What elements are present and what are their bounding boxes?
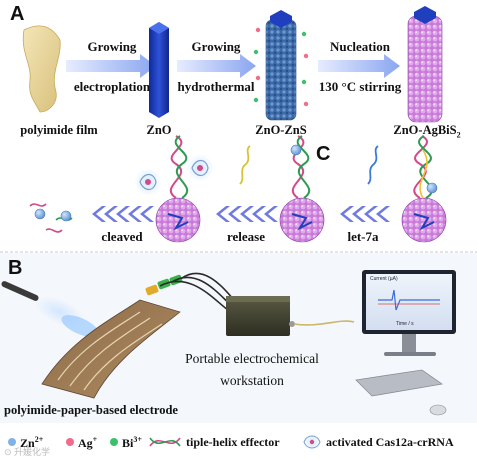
zn-dot bbox=[8, 438, 16, 446]
cleaved-fragments bbox=[29, 203, 73, 233]
step2-top-label: Growing bbox=[191, 39, 241, 54]
polyimide-film-label: polyimide film bbox=[20, 123, 98, 137]
triple-helix-icon bbox=[149, 437, 181, 447]
legend-triple-helix: tiple-helix effector bbox=[186, 435, 280, 449]
workstation-label-line1: Portable electrochemical bbox=[185, 351, 319, 366]
workstation-label-line2: workstation bbox=[220, 373, 284, 388]
arrow-growing-2 bbox=[177, 54, 256, 78]
monitor bbox=[362, 270, 456, 356]
arrow-growing-1 bbox=[66, 54, 156, 78]
zno-rod bbox=[149, 22, 169, 118]
cas12a-icon bbox=[303, 433, 321, 451]
keyboard bbox=[355, 369, 444, 397]
legend-zn-sup: 2+ bbox=[34, 435, 44, 444]
zno-agbis2-rod bbox=[407, 6, 443, 123]
polyimide-paper-electrode bbox=[41, 299, 181, 399]
panel-c bbox=[29, 135, 447, 243]
electrode-label: polyimide-paper-based electrode bbox=[4, 403, 178, 417]
watermark: ⊙ 升媛化学 bbox=[4, 447, 51, 457]
dna-strand-2 bbox=[290, 135, 311, 199]
step1-bottom-label: electroplation bbox=[73, 79, 151, 94]
triple-helix-3 bbox=[413, 135, 438, 199]
legend-bi-main: Bi bbox=[122, 436, 134, 450]
mouse bbox=[429, 404, 447, 416]
agbis2-sphere-2 bbox=[279, 197, 325, 243]
legend-ag-sup: + bbox=[92, 435, 98, 444]
panel-c-letter: C bbox=[316, 143, 331, 165]
legend-ag: Ag+ bbox=[78, 435, 98, 450]
usb-cable bbox=[293, 320, 355, 326]
let-7a-label: let-7a bbox=[347, 229, 379, 244]
release-label: release bbox=[226, 229, 266, 244]
chevron-cleaved bbox=[92, 206, 154, 222]
screen-xlabel: Time / s bbox=[396, 321, 414, 327]
cable-1 bbox=[159, 280, 229, 311]
panel-b bbox=[0, 253, 477, 423]
arrow-nucleation bbox=[318, 54, 400, 78]
chevron-release bbox=[216, 206, 278, 222]
dna-strand-1 bbox=[169, 135, 189, 199]
zno-agbis2-label: ZnO-AgBiS2 bbox=[382, 124, 472, 140]
activated-cas12a-1 bbox=[134, 168, 162, 196]
legend-zn-main: Zn bbox=[20, 436, 35, 450]
step3-bottom-label: 130 °C stirring bbox=[318, 79, 402, 94]
panel-b-letter: B bbox=[8, 257, 23, 279]
agbis2-sphere-3 bbox=[401, 197, 447, 243]
legend-zn: Zn2+ bbox=[20, 435, 44, 450]
zno-zns-label: ZnO-ZnS bbox=[255, 123, 307, 137]
portable-workstation bbox=[226, 296, 295, 336]
legend-bi: Bi3+ bbox=[122, 435, 142, 450]
activated-cas12a-2 bbox=[186, 154, 214, 182]
chevron-let-7a bbox=[340, 206, 390, 222]
let-7a-strand bbox=[367, 145, 379, 185]
legend bbox=[8, 433, 321, 451]
zno-label: ZnO bbox=[146, 123, 172, 137]
bi-dot bbox=[110, 438, 118, 446]
step2-bottom-label: hydrothermal bbox=[177, 79, 255, 94]
pen bbox=[1, 281, 99, 337]
ag-dot bbox=[66, 438, 74, 446]
screen-ylabel: Current (µA) bbox=[370, 276, 398, 282]
cleaved-label: cleaved bbox=[101, 229, 143, 244]
ion-dots bbox=[253, 27, 309, 107]
legend-ag-main: Ag bbox=[78, 436, 93, 450]
zno-agbis2-main: ZnO-AgBiS bbox=[393, 123, 457, 137]
zno-zns-rod bbox=[253, 10, 309, 121]
step1-top-label: Growing bbox=[87, 39, 137, 54]
electrode-clips bbox=[145, 274, 183, 296]
released-strand bbox=[239, 145, 251, 185]
legend-cas12a: activated Cas12a-crRNA bbox=[326, 435, 454, 449]
panel-a bbox=[22, 6, 443, 123]
panel-a-letter: A bbox=[10, 3, 25, 25]
step3-top-label: Nucleation bbox=[330, 39, 390, 54]
agbis2-sphere-1 bbox=[155, 197, 201, 243]
legend-bi-sup: 3+ bbox=[133, 435, 142, 444]
polyimide-film bbox=[22, 25, 61, 113]
zno-agbis2-subscript: 2 bbox=[456, 130, 461, 140]
